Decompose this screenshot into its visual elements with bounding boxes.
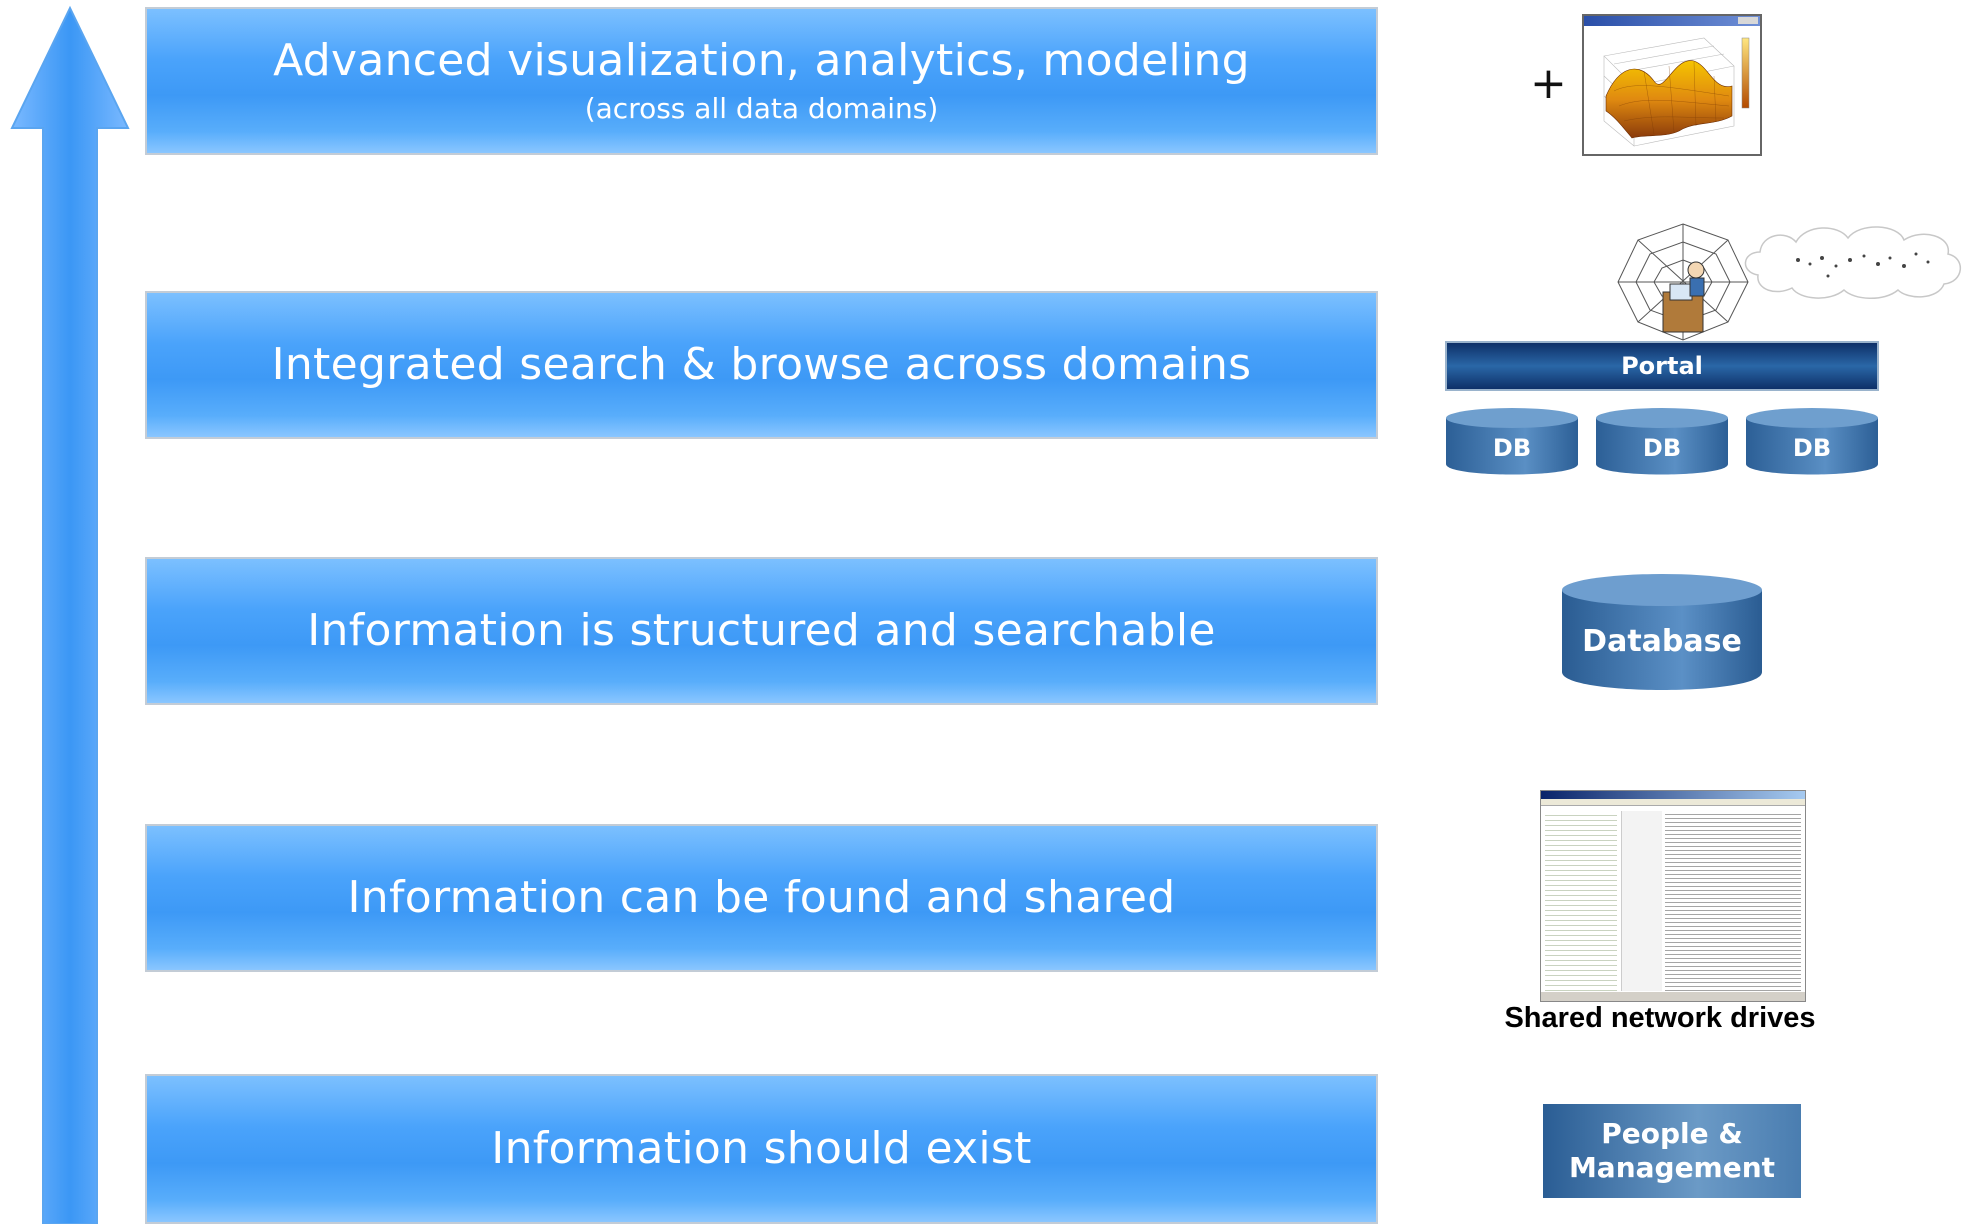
up-arrow-icon (10, 5, 130, 1224)
portal-bar: Portal (1445, 341, 1879, 391)
level-bar-should-exist: Information should exist (145, 1074, 1378, 1224)
cloud-icon (1744, 226, 1961, 299)
people-management-box: People & Management (1543, 1104, 1801, 1198)
database-label: Database (1582, 624, 1742, 659)
plus-sign: + (1530, 58, 1567, 109)
level-title: Information should exist (491, 1122, 1032, 1174)
database-icon-3: DB (1744, 406, 1880, 476)
file-explorer-icon (1540, 790, 1806, 1002)
shared-drives-caption: Shared network drives (1504, 1002, 1816, 1034)
surface-plot-icon (1582, 14, 1762, 156)
level-bar-visualization: Advanced visualization, analytics, model… (145, 7, 1378, 155)
level-title: Integrated search & browse across domain… (271, 338, 1252, 390)
db-label: DB (1492, 434, 1532, 462)
level-bar-found-shared: Information can be found and shared (145, 824, 1378, 972)
database-icon-2: DB (1594, 406, 1730, 476)
level-title: Information is structured and searchable (307, 604, 1216, 656)
level-subtitle: (across all data domains) (584, 91, 939, 125)
spider-web-icon (1617, 223, 1749, 341)
db-label: DB (1642, 434, 1682, 462)
db-label: DB (1792, 434, 1832, 462)
database-icon-1: DB (1444, 406, 1580, 476)
people-management-label: People & Management (1568, 1117, 1776, 1184)
level-bar-structured: Information is structured and searchable (145, 557, 1378, 705)
level-title: Advanced visualization, analytics, model… (273, 35, 1250, 87)
level-title: Information can be found and shared (347, 871, 1176, 923)
level-bar-integrated-search: Integrated search & browse across domain… (145, 291, 1378, 439)
database-icon: Database (1560, 572, 1764, 692)
